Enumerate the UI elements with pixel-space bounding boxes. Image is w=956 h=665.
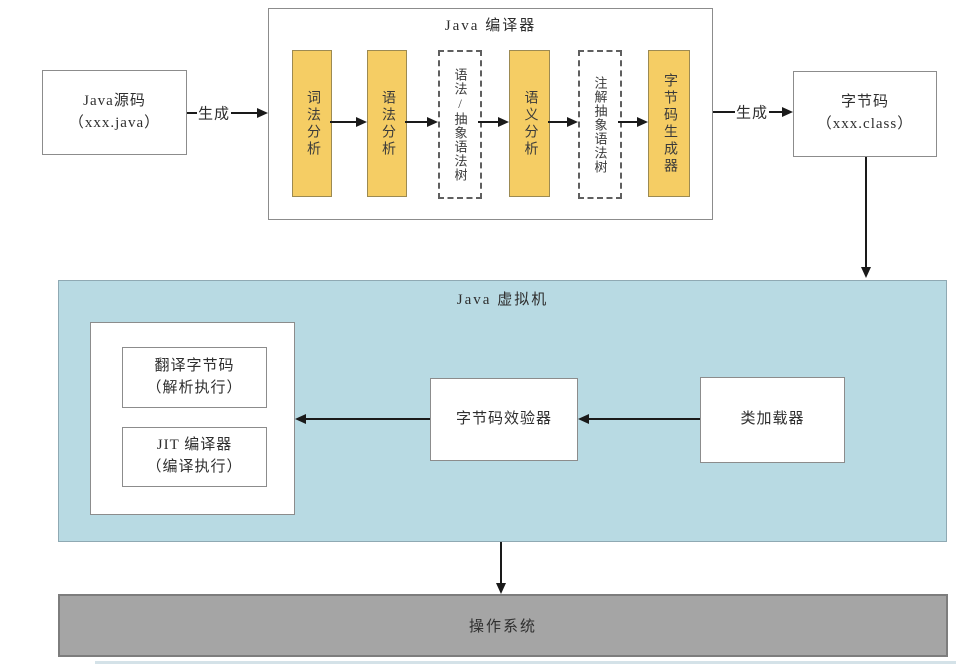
generate-label-right: 生成 [734,101,770,123]
java-compiler-container [268,8,713,220]
generate-label-left: 生成 [196,102,232,124]
java-source-box: Java源码 （xxx.java） [42,70,187,155]
stage-lexical-analysis-box: 词法分析 [292,50,332,197]
stage-bytecode-generator-box: 字节码生成器 [648,50,690,197]
java-source-line1: Java源码 [83,92,146,109]
stage-semantic-analysis-box: 语义分析 [509,50,550,197]
operating-system-bar: 操作系统 [58,594,948,657]
java-compiler-title: Java 编译器 [444,18,537,34]
stage-abstract-syntax-tree-box: 语法/抽象语法树 [438,50,482,199]
jit-line2: （编译执行） [146,459,243,475]
interpreter-box: 翻译字节码 （解析执行） [122,347,267,408]
class-loader-label: 类加载器 [740,411,805,428]
jit-compiler-box: JIT 编译器 （编译执行） [122,427,267,487]
stage-bytecode-generator-label: 字节码生成器 [662,72,677,175]
stage-lexical-analysis-label: 词法分析 [305,89,320,158]
stage-annotated-ast-box: 注解抽象语法树 [578,50,622,199]
stage-syntax-analysis-label: 语法分析 [380,89,395,158]
interpreter-line2: （解析执行） [146,379,243,396]
bytecode-line1: 字节码 [840,94,889,111]
bytecode-box: 字节码 （xxx.class） [793,71,937,157]
class-loader-box: 类加载器 [700,377,845,463]
java-source-line2: （xxx.java） [68,114,161,131]
stage-syntax-analysis-box: 语法分析 [367,50,407,197]
page-edge-line [95,661,956,664]
stage-annotated-ast-label: 注解抽象语法树 [592,75,608,174]
bytecode-line2: （xxx.class） [816,116,914,132]
jvm-title: Java 虚拟机 [456,292,549,308]
bytecode-verifier-box: 字节码效验器 [430,378,578,461]
jit-line1: JIT 编译器 [156,437,233,454]
stage-semantic-analysis-label: 语义分析 [522,89,538,158]
bytecode-verifier-label: 字节码效验器 [455,410,552,427]
interpreter-line1: 翻译字节码 [154,357,235,374]
stage-abstract-syntax-tree-label: 语法/抽象语法树 [452,67,468,182]
operating-system-label: 操作系统 [468,619,537,635]
